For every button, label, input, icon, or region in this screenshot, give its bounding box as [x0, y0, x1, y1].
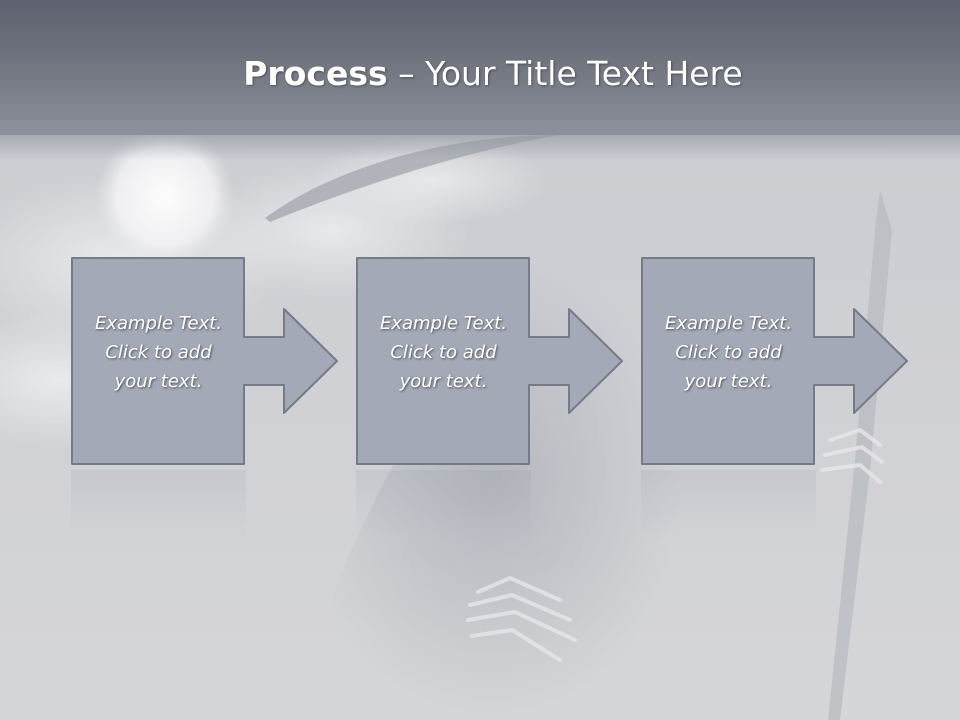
scythe-staff [828, 190, 892, 720]
process-step-3[interactable]: Example Text. Click to add your text. [641, 257, 908, 466]
step-text-line: Click to add [675, 342, 782, 363]
step-reflection [71, 470, 246, 540]
slide-title[interactable]: Process – Your Title Text Here [0, 54, 960, 94]
process-step-2[interactable]: Example Text. Click to add your text. [356, 257, 623, 466]
process-box-arrow-shape [356, 257, 623, 465]
title-rest-text: – Your Title Text Here [387, 54, 743, 93]
step-label: Example Text. Click to add your text. [73, 309, 244, 396]
title-bold-text: Process [243, 54, 388, 93]
step-text-line: Example Text. [664, 313, 793, 334]
step-text-line: your text. [114, 371, 203, 392]
step-label: Example Text. Click to add your text. [643, 309, 814, 396]
title-band-fade [0, 120, 960, 160]
step-text-line: Example Text. [94, 313, 223, 334]
step-reflection [641, 470, 816, 540]
step-label: Example Text. Click to add your text. [358, 309, 529, 396]
step-reflection [356, 470, 531, 540]
step-text-line: Click to add [390, 342, 497, 363]
skeletal-hand [466, 575, 577, 662]
process-box-arrow-shape [641, 257, 908, 465]
skeletal-hand [820, 427, 884, 484]
step-text-line: Example Text. [379, 313, 508, 334]
step-text-line: Click to add [105, 342, 212, 363]
moon [95, 126, 235, 266]
process-box-arrow-shape [71, 257, 338, 465]
step-text-line: your text. [399, 371, 488, 392]
step-text-line: your text. [684, 371, 773, 392]
title-band [0, 0, 960, 135]
process-step-1[interactable]: Example Text. Click to add your text. [71, 257, 338, 466]
